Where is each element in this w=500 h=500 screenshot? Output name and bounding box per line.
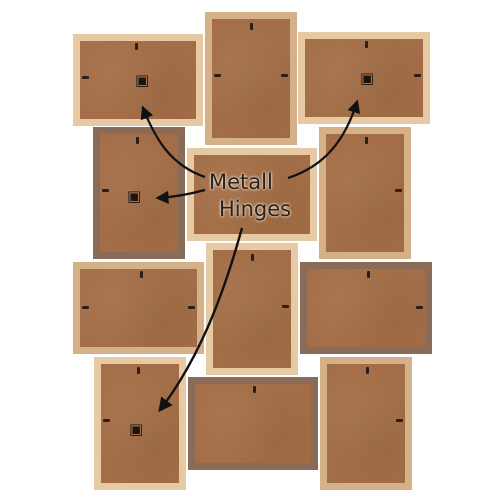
frame-backing — [212, 19, 290, 138]
annotation-line-1: Metall — [209, 170, 273, 194]
clip — [282, 305, 289, 308]
frame-row3-center — [206, 243, 298, 375]
hinge-icon: ▣ — [135, 71, 150, 89]
annotation-line-2: Hinges — [219, 197, 292, 221]
clip — [365, 137, 368, 144]
hinge-icon: ▣ — [127, 187, 142, 205]
clip — [137, 367, 140, 374]
clip — [102, 189, 109, 192]
hinge-icon: ▣ — [360, 69, 375, 87]
clip — [136, 137, 139, 144]
clip — [395, 189, 402, 192]
frame-backing — [326, 134, 404, 252]
frame-mid-left: ▣ — [93, 127, 185, 259]
clip — [366, 367, 369, 374]
frame-top-left: ▣ — [73, 34, 203, 126]
frame-bottom-center — [188, 377, 318, 470]
clip — [82, 76, 89, 79]
frame-backing — [213, 250, 291, 368]
frame-bottom-right — [320, 357, 412, 490]
clip — [365, 41, 368, 48]
hinge-icon: ▣ — [129, 420, 144, 438]
frame-backing — [80, 269, 197, 347]
clip — [367, 271, 370, 278]
frame-backing — [327, 364, 405, 483]
clip — [281, 74, 288, 77]
clip — [251, 254, 254, 261]
frame-backing — [80, 41, 196, 119]
frame-top-center — [205, 12, 297, 145]
clip — [188, 306, 195, 309]
clip — [103, 419, 110, 422]
frame-backing — [195, 384, 311, 463]
clip — [416, 306, 423, 309]
frame-bottom-left: ▣ — [94, 357, 186, 490]
frame-mid-right — [319, 127, 411, 259]
annotation: Metall Hinges — [197, 162, 303, 226]
clip — [250, 23, 253, 30]
frame-row3-right — [300, 262, 432, 354]
clip — [135, 43, 138, 50]
frame-row3-left — [73, 262, 204, 354]
frame-backing — [307, 269, 425, 347]
clip — [82, 306, 89, 309]
clip — [214, 74, 221, 77]
frame-top-right: ▣ — [298, 32, 430, 124]
clip — [396, 419, 403, 422]
clip — [140, 271, 143, 278]
clip — [414, 74, 421, 77]
clip — [253, 386, 256, 393]
